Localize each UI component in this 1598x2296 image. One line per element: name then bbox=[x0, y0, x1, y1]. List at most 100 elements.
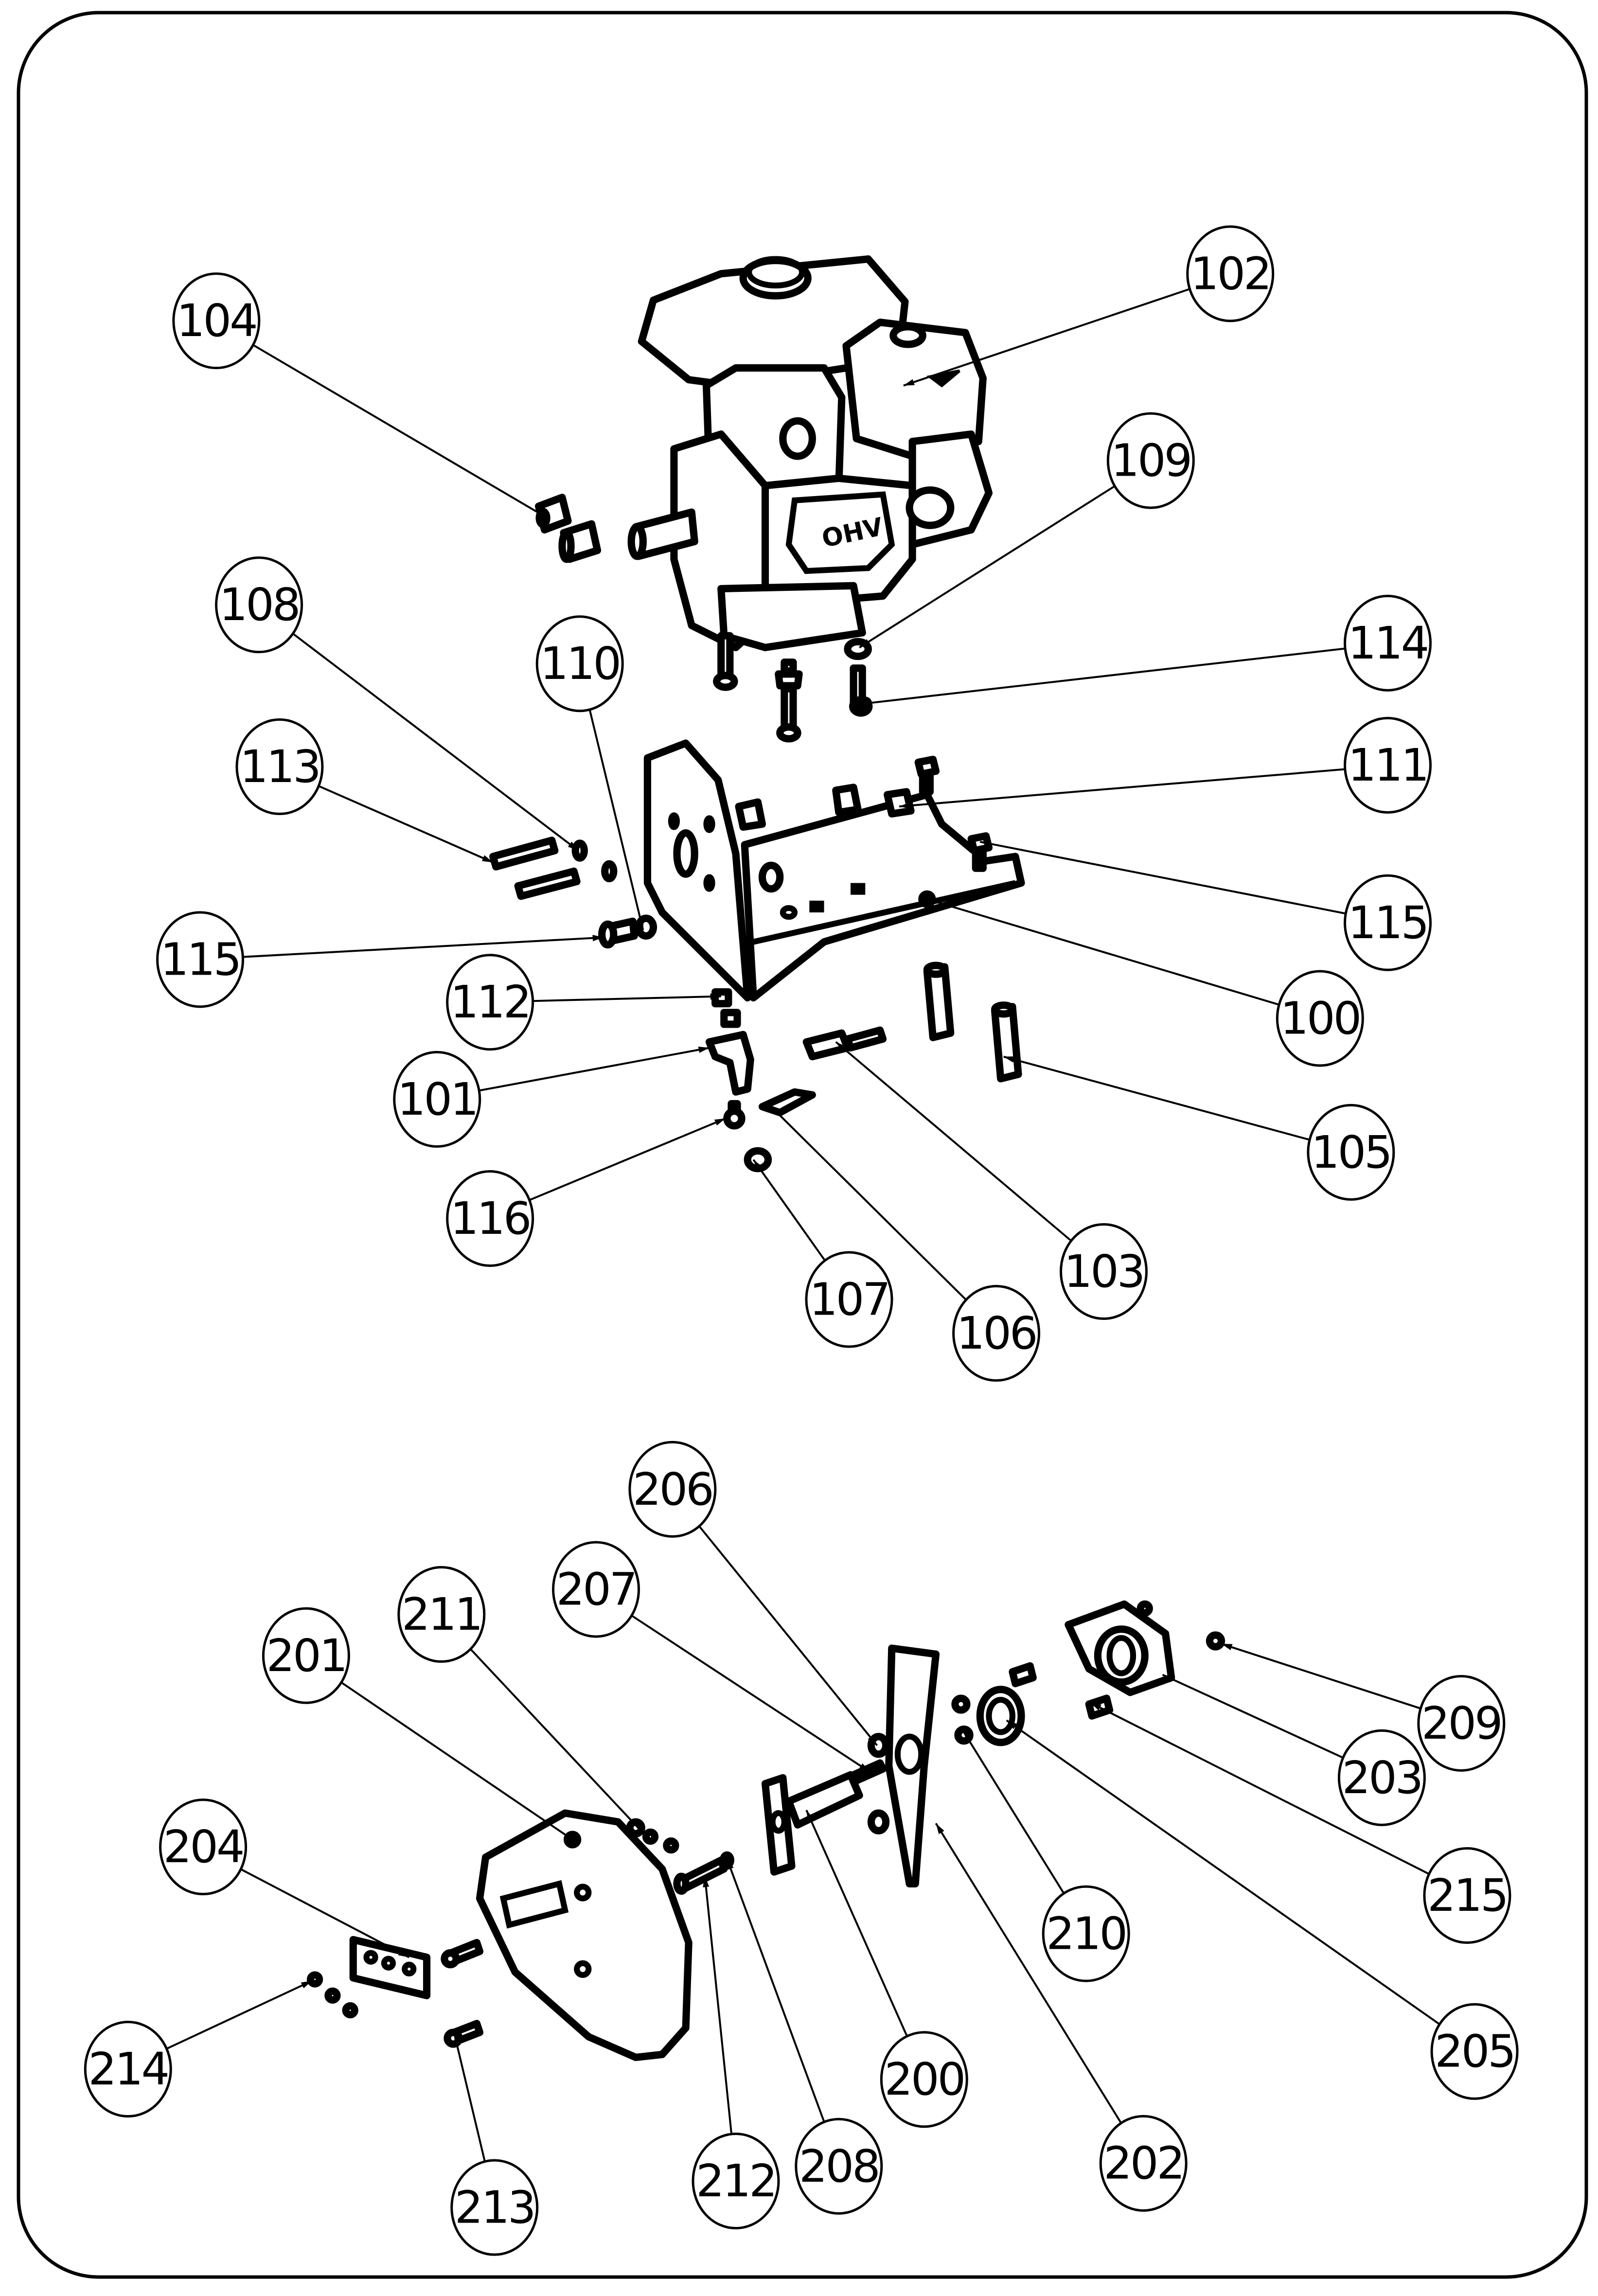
balloon-103-cable-fitting: 103 bbox=[835, 1041, 1148, 1320]
balloon-circle bbox=[1276, 970, 1364, 1067]
balloon-number: 103 bbox=[1064, 1246, 1144, 1298]
small-nut-112 bbox=[711, 988, 732, 1008]
balloon-circle bbox=[1337, 1729, 1426, 1826]
balloon-circle bbox=[172, 272, 261, 370]
disk-plate-201 bbox=[476, 1809, 692, 2061]
balloon-number: 213 bbox=[455, 2182, 534, 2234]
balloon-number: 115 bbox=[1348, 897, 1428, 949]
balloon-number: 112 bbox=[450, 976, 530, 1028]
leader-dot bbox=[858, 696, 872, 711]
balloon-115-flange-bolt-left: 115 bbox=[156, 911, 604, 1008]
balloon-number: 115 bbox=[160, 933, 240, 985]
leader-line bbox=[479, 1047, 710, 1092]
balloon-208-washer: 208 bbox=[726, 1858, 883, 2215]
balloon-number: 111 bbox=[1348, 739, 1428, 791]
air-cleaner bbox=[842, 319, 987, 460]
balloon-number: 101 bbox=[397, 1073, 477, 1125]
balloon-106-gasket: 106 bbox=[767, 1103, 1041, 1382]
balloon-214-small-screws: 214 bbox=[84, 1980, 313, 2118]
balloon-layer: 1001011021031041051061071081091101111121… bbox=[84, 225, 1519, 2256]
leader-line bbox=[903, 288, 1190, 387]
leader-line bbox=[859, 485, 1116, 649]
balloon-circle bbox=[805, 1251, 893, 1348]
leader-line bbox=[243, 935, 604, 958]
mount-plate-drawing bbox=[489, 739, 1025, 1173]
engine-fasteners bbox=[713, 632, 873, 743]
balloon-circle bbox=[1344, 874, 1432, 971]
balloon-204-clamp-plate: 204 bbox=[159, 1798, 410, 1958]
balloon-209-lock-washer: 209 bbox=[1221, 1643, 1506, 1772]
balloon-circle bbox=[446, 1170, 534, 1267]
leader-line bbox=[529, 1117, 726, 1201]
leader-line bbox=[752, 1159, 826, 1262]
balloon-200-hub-shaft: 200 bbox=[805, 1810, 968, 2128]
balloon-number: 102 bbox=[1190, 248, 1270, 300]
balloon-number: 207 bbox=[556, 1564, 636, 1616]
balloon-213-pin: 213 bbox=[450, 2035, 539, 2256]
balloon-circle bbox=[393, 1050, 481, 1148]
hub-shaft bbox=[785, 1771, 863, 1829]
balloon-100-mount-plate: 100 bbox=[920, 892, 1364, 1067]
leader-line bbox=[588, 709, 644, 930]
leader-line bbox=[1221, 1643, 1421, 1709]
balloon-number: 204 bbox=[163, 1821, 243, 1873]
balloon-circle bbox=[159, 1798, 248, 1896]
leader-line bbox=[703, 1876, 733, 2135]
balloon-114-engine-bolt: 114 bbox=[858, 594, 1432, 711]
balloon-circle bbox=[397, 1566, 486, 1663]
balloon-203-flange-bearing: 203 bbox=[1162, 1673, 1426, 1826]
sheet-border bbox=[17, 11, 1588, 2279]
balloon-number: 113 bbox=[240, 741, 320, 793]
balloon-circle bbox=[1417, 1674, 1506, 1772]
balloon-number: 211 bbox=[402, 1588, 481, 1640]
balloon-206-bushing: 206 bbox=[628, 1441, 878, 1746]
balloon-number: 203 bbox=[1342, 1752, 1422, 1804]
leader-line bbox=[340, 1681, 573, 1841]
balloon-number: 114 bbox=[1348, 617, 1428, 669]
leader-dot bbox=[566, 1833, 580, 1847]
balloon-108-washer: 108 bbox=[215, 556, 579, 852]
leader-line bbox=[318, 785, 494, 864]
vertical-plate bbox=[643, 739, 751, 1002]
balloon-202-blade: 202 bbox=[935, 1823, 1188, 2212]
balloon-circle bbox=[446, 954, 534, 1051]
leader-line bbox=[979, 840, 1346, 915]
balloon-212-hub-bolt: 212 bbox=[692, 1876, 780, 2230]
blade-202 bbox=[885, 1644, 940, 1887]
balloon-circle bbox=[1186, 225, 1275, 322]
balloon-circle bbox=[628, 1441, 717, 1538]
leader-line bbox=[252, 344, 548, 519]
leader-line bbox=[454, 2035, 486, 2162]
balloon-number: 107 bbox=[809, 1273, 889, 1325]
balloon-circle bbox=[952, 1285, 1041, 1382]
balloon-circle bbox=[1106, 412, 1195, 509]
balloon-105-spacer-tube: 105 bbox=[1003, 1055, 1395, 1201]
balloon-210-nut: 210 bbox=[963, 1731, 1130, 1982]
balloon-number: 200 bbox=[885, 2053, 964, 2105]
balloon-201-disk-plate: 201 bbox=[262, 1607, 580, 1847]
balloon-101-bracket: 101 bbox=[393, 1047, 710, 1148]
leader-line bbox=[1006, 1719, 1440, 2025]
balloon-102-engine: 102 bbox=[903, 225, 1275, 387]
hub-flange-200 bbox=[761, 1774, 796, 1876]
balloon-207-key: 207 bbox=[552, 1541, 870, 1773]
bushing-206 bbox=[867, 1733, 890, 1758]
clip-nut-111 bbox=[884, 788, 915, 818]
hub-assembly-drawing bbox=[306, 1600, 1225, 2061]
balloon-109-engine-nut: 109 bbox=[859, 412, 1195, 649]
cable-fitting-103 bbox=[802, 1029, 852, 1061]
balloon-circle bbox=[450, 2159, 539, 2256]
engine-base bbox=[717, 582, 866, 652]
balloon-number: 106 bbox=[957, 1307, 1036, 1359]
balloon-116-screw: 116 bbox=[446, 1117, 726, 1267]
balloon-number: 109 bbox=[1111, 435, 1191, 487]
balloon-205-bearing-collar: 205 bbox=[1006, 1719, 1519, 2100]
leader-line bbox=[726, 1858, 825, 2122]
balloon-113-long-bolt: 113 bbox=[235, 718, 494, 864]
horizontal-plate bbox=[741, 791, 1025, 1002]
balloon-circle bbox=[1307, 1104, 1395, 1201]
balloon-number: 212 bbox=[696, 2155, 776, 2207]
balloon-number: 105 bbox=[1311, 1126, 1391, 1178]
leader-line bbox=[767, 1103, 967, 1301]
leader-line bbox=[292, 633, 579, 852]
